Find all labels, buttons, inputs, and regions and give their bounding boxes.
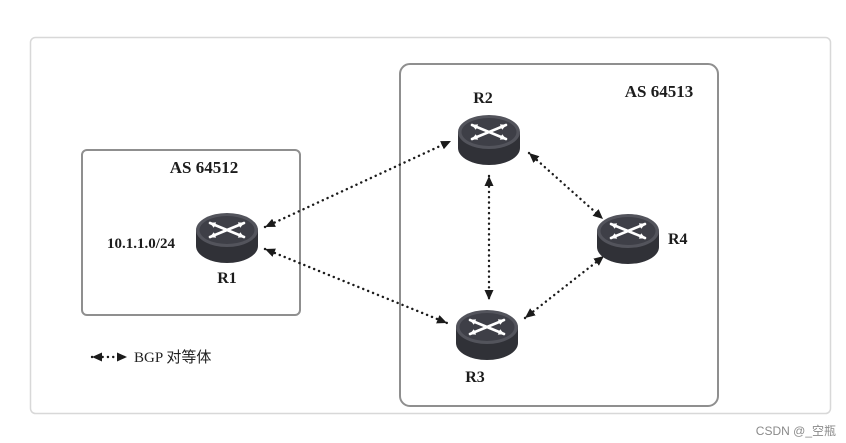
router-r4-icon xyxy=(597,214,659,264)
router-r1-icon xyxy=(196,213,258,263)
router-r3-icon xyxy=(456,310,518,360)
legend: BGP 对等体 xyxy=(90,348,211,366)
as64513-label: AS 64513 xyxy=(625,82,693,101)
router-r4-label: R4 xyxy=(668,231,688,248)
as64512-box xyxy=(81,149,301,316)
bgp-link-r2-r4 xyxy=(527,151,605,221)
router-r2-label: R2 xyxy=(473,90,493,107)
bgp-link-r1-r2 xyxy=(263,139,453,229)
page-frame xyxy=(29,36,832,415)
r1-network-label: 10.1.1.0/24 xyxy=(107,236,175,252)
bgp-link-r1-r3 xyxy=(263,247,449,325)
watermark: CSDN @_空瓶 xyxy=(755,424,836,438)
bgp-links xyxy=(263,139,606,325)
router-r1-label: R1 xyxy=(217,270,237,287)
router-r2-icon xyxy=(458,115,520,165)
router-r3-label: R3 xyxy=(465,369,485,386)
as64512-label: AS 64512 xyxy=(170,158,238,177)
legend-label: BGP 对等体 xyxy=(134,348,211,366)
bgp-link-r3-r4 xyxy=(523,254,606,320)
